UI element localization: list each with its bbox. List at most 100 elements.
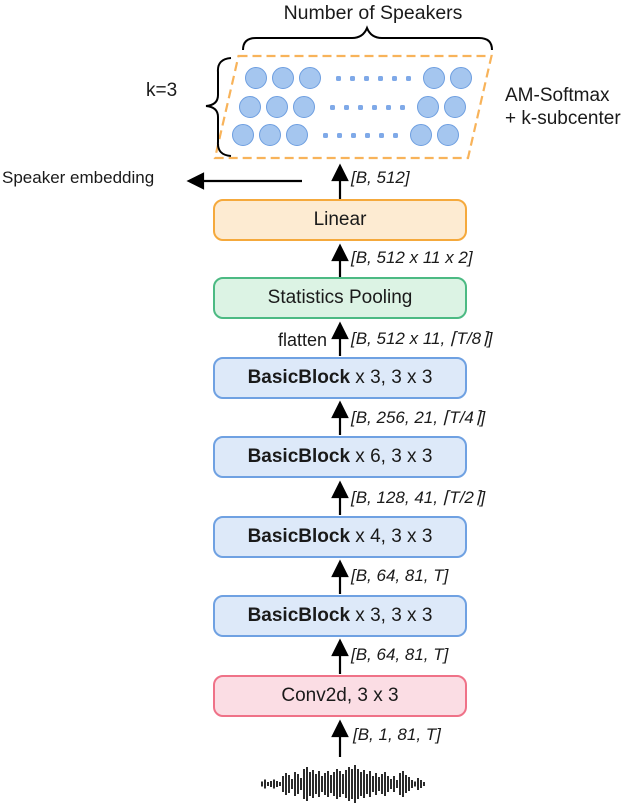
waveform-bar — [384, 772, 386, 796]
ellipsis-dots — [330, 104, 405, 110]
neuron-circle — [232, 124, 254, 146]
ellipsis-dot — [400, 104, 405, 110]
waveform-bar — [273, 779, 275, 789]
waveform-bar — [390, 779, 392, 789]
waveform-bar — [351, 769, 353, 799]
box-label: Linear — [313, 209, 367, 230]
neuron-circle — [417, 96, 439, 118]
basicblock-box-1: BasicBlock x 3, 3 x 3 — [213, 595, 467, 637]
ellipsis-dots — [336, 75, 411, 81]
ellipsis-dot — [351, 132, 356, 138]
waveform-bar — [261, 781, 263, 787]
waveform-bar — [399, 773, 401, 795]
waveform-bar — [318, 771, 320, 797]
waveform-bar — [300, 778, 302, 790]
diagram-title: Number of Speakers — [283, 2, 463, 24]
waveform-bar — [267, 782, 269, 786]
flatten-label: flatten — [277, 330, 327, 350]
waveform-bar — [363, 770, 365, 798]
waveform-bar — [333, 772, 335, 796]
shape-annotation: [B, 256, 21, ⌈T/4⌉] — [351, 408, 486, 427]
waveform-bar — [270, 781, 272, 787]
ellipsis-dot — [350, 75, 355, 81]
waveform-bar — [342, 774, 344, 794]
waveform-bar — [282, 776, 284, 792]
neuron-circle — [266, 96, 288, 118]
waveform-bar — [303, 769, 305, 799]
waveform-bar — [408, 777, 410, 791]
ellipsis-dots — [323, 132, 398, 138]
neuron-circle — [239, 96, 261, 118]
waveform-bar — [297, 774, 299, 794]
waveform-bar — [339, 771, 341, 797]
waveform-bar — [345, 770, 347, 798]
box-label-bold: BasicBlock — [247, 605, 351, 626]
box-label: Conv2d, 3 x 3 — [281, 685, 399, 706]
ellipsis-dot — [393, 132, 398, 138]
waveform-bar — [306, 767, 308, 801]
waveform-bar — [264, 779, 266, 789]
ellipsis-dot — [378, 75, 383, 81]
neuron-circle — [286, 124, 308, 146]
loss-label-line1: AM-Softmax — [505, 85, 610, 106]
neuron-circle — [272, 67, 294, 89]
waveform-bar — [405, 775, 407, 793]
box-label: x 3, 3 x 3 — [350, 605, 433, 626]
waveform-bar — [324, 773, 326, 795]
neuron-row — [239, 96, 466, 118]
statistics-pooling-box: Statistics Pooling — [213, 277, 467, 319]
ellipsis-dot — [323, 132, 328, 138]
ellipsis-dot — [379, 132, 384, 138]
waveform-bar — [411, 780, 413, 788]
ellipsis-dot — [372, 104, 377, 110]
neuron-circle — [410, 124, 432, 146]
waveform-bar — [276, 781, 278, 787]
shape-annotation: [B, 64, 81, T] — [351, 645, 449, 664]
waveform-bar — [357, 769, 359, 799]
waveform-bar — [393, 776, 395, 792]
loss-label: AM-Softmax + k-subcenter — [505, 84, 621, 130]
waveform-bar — [288, 775, 290, 793]
shape-annotation: [B, 128, 41, ⌈T/2⌉] — [351, 488, 486, 507]
box-label: x 6, 3 x 3 — [350, 446, 433, 467]
waveform-bar — [309, 772, 311, 796]
waveform-bar — [348, 767, 350, 801]
waveform-bar — [336, 769, 338, 799]
shape-annotation: [B, 512 x 11, ⌈T/8⌉] — [351, 329, 493, 348]
ellipsis-dot — [406, 75, 411, 81]
box-label: x 3, 3 x 3 — [350, 367, 433, 388]
waveform-bar — [327, 771, 329, 797]
waveform-bar — [372, 776, 374, 792]
waveform-bar — [402, 771, 404, 797]
ellipsis-dot — [337, 132, 342, 138]
waveform-bar — [360, 772, 362, 796]
box-label: Statistics Pooling — [267, 287, 413, 308]
waveform-bar — [387, 776, 389, 792]
ellipsis-dot — [344, 104, 349, 110]
waveform-icon — [261, 765, 425, 803]
k-brace — [205, 57, 232, 157]
basicblock-box-2: BasicBlock x 4, 3 x 3 — [213, 516, 467, 558]
neuron-circle — [293, 96, 315, 118]
ellipsis-dot — [364, 75, 369, 81]
loss-label-line2: + k-subcenter — [505, 108, 621, 129]
shape-annotation: [B, 1, 81, T] — [353, 725, 441, 744]
waveform-bar — [312, 770, 314, 798]
waveform-bar — [354, 765, 356, 803]
waveform-bar — [417, 778, 419, 790]
waveform-bar — [321, 776, 323, 792]
ellipsis-dot — [386, 104, 391, 110]
conv2d-box: Conv2d, 3 x 3 — [213, 675, 467, 717]
ellipsis-dot — [392, 75, 397, 81]
basicblock-box-4: BasicBlock x 3, 3 x 3 — [213, 357, 467, 399]
waveform-bar — [369, 771, 371, 797]
ellipsis-dot — [336, 75, 341, 81]
ellipsis-dot — [365, 132, 370, 138]
neuron-row — [245, 67, 472, 89]
waveform-bar — [423, 782, 425, 786]
waveform-bar — [420, 780, 422, 788]
waveform-bar — [294, 772, 296, 796]
basicblock-box-3: BasicBlock x 6, 3 x 3 — [213, 436, 467, 478]
waveform-bar — [291, 779, 293, 789]
waveform-bar — [366, 774, 368, 794]
